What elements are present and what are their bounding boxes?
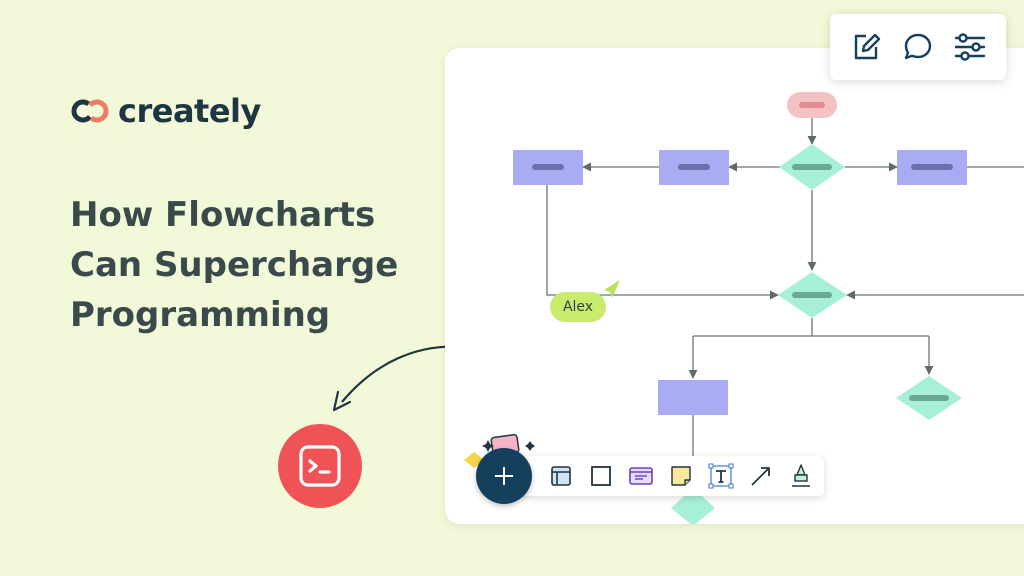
- frame-icon: [551, 466, 571, 486]
- sticky-note-icon: [671, 466, 691, 486]
- rectangle-icon: [591, 466, 611, 486]
- terminal-icon: [299, 445, 341, 487]
- settings-button[interactable]: [952, 29, 988, 65]
- creately-logo: creately: [70, 92, 261, 130]
- text-icon: [708, 463, 734, 489]
- text-tool[interactable]: [708, 463, 734, 489]
- rectangle-tool[interactable]: [588, 463, 614, 489]
- comment-button[interactable]: [900, 29, 936, 65]
- pen-tool[interactable]: [788, 463, 814, 489]
- arrow-tool[interactable]: [748, 463, 774, 489]
- edit-icon: [854, 33, 881, 60]
- brand-name: creately: [118, 92, 261, 130]
- title-line-1: How Flowcharts: [70, 195, 376, 235]
- plus-icon: [495, 467, 513, 485]
- collaborator-tag: Alex: [550, 292, 606, 322]
- card-tool[interactable]: [628, 463, 654, 489]
- flowchart-diagram: [513, 92, 1024, 524]
- terminal-badge: [278, 424, 362, 508]
- arrow-icon: [751, 467, 770, 486]
- process-node: [658, 380, 728, 415]
- title-line-2: Can Supercharge: [70, 245, 399, 285]
- sticky-note-tool[interactable]: [668, 463, 694, 489]
- add-shape-button[interactable]: [476, 448, 532, 504]
- top-toolbar: [830, 14, 1006, 80]
- page-title: How Flowcharts Can Supercharge Programmi…: [70, 190, 430, 340]
- frame-tool[interactable]: [548, 463, 574, 489]
- pen-icon: [792, 464, 810, 487]
- card-icon: [629, 467, 653, 485]
- settings-sliders-icon: [954, 33, 986, 61]
- collaborator-name: Alex: [562, 299, 594, 315]
- diagram-canvas[interactable]: [445, 48, 1024, 524]
- title-line-3: Programming: [70, 295, 331, 335]
- comment-icon: [904, 33, 932, 60]
- shape-toolbar: [520, 456, 824, 496]
- edit-button[interactable]: [848, 29, 884, 65]
- creately-logo-icon: [71, 99, 109, 123]
- collaborator-cursor-icon: [604, 280, 620, 298]
